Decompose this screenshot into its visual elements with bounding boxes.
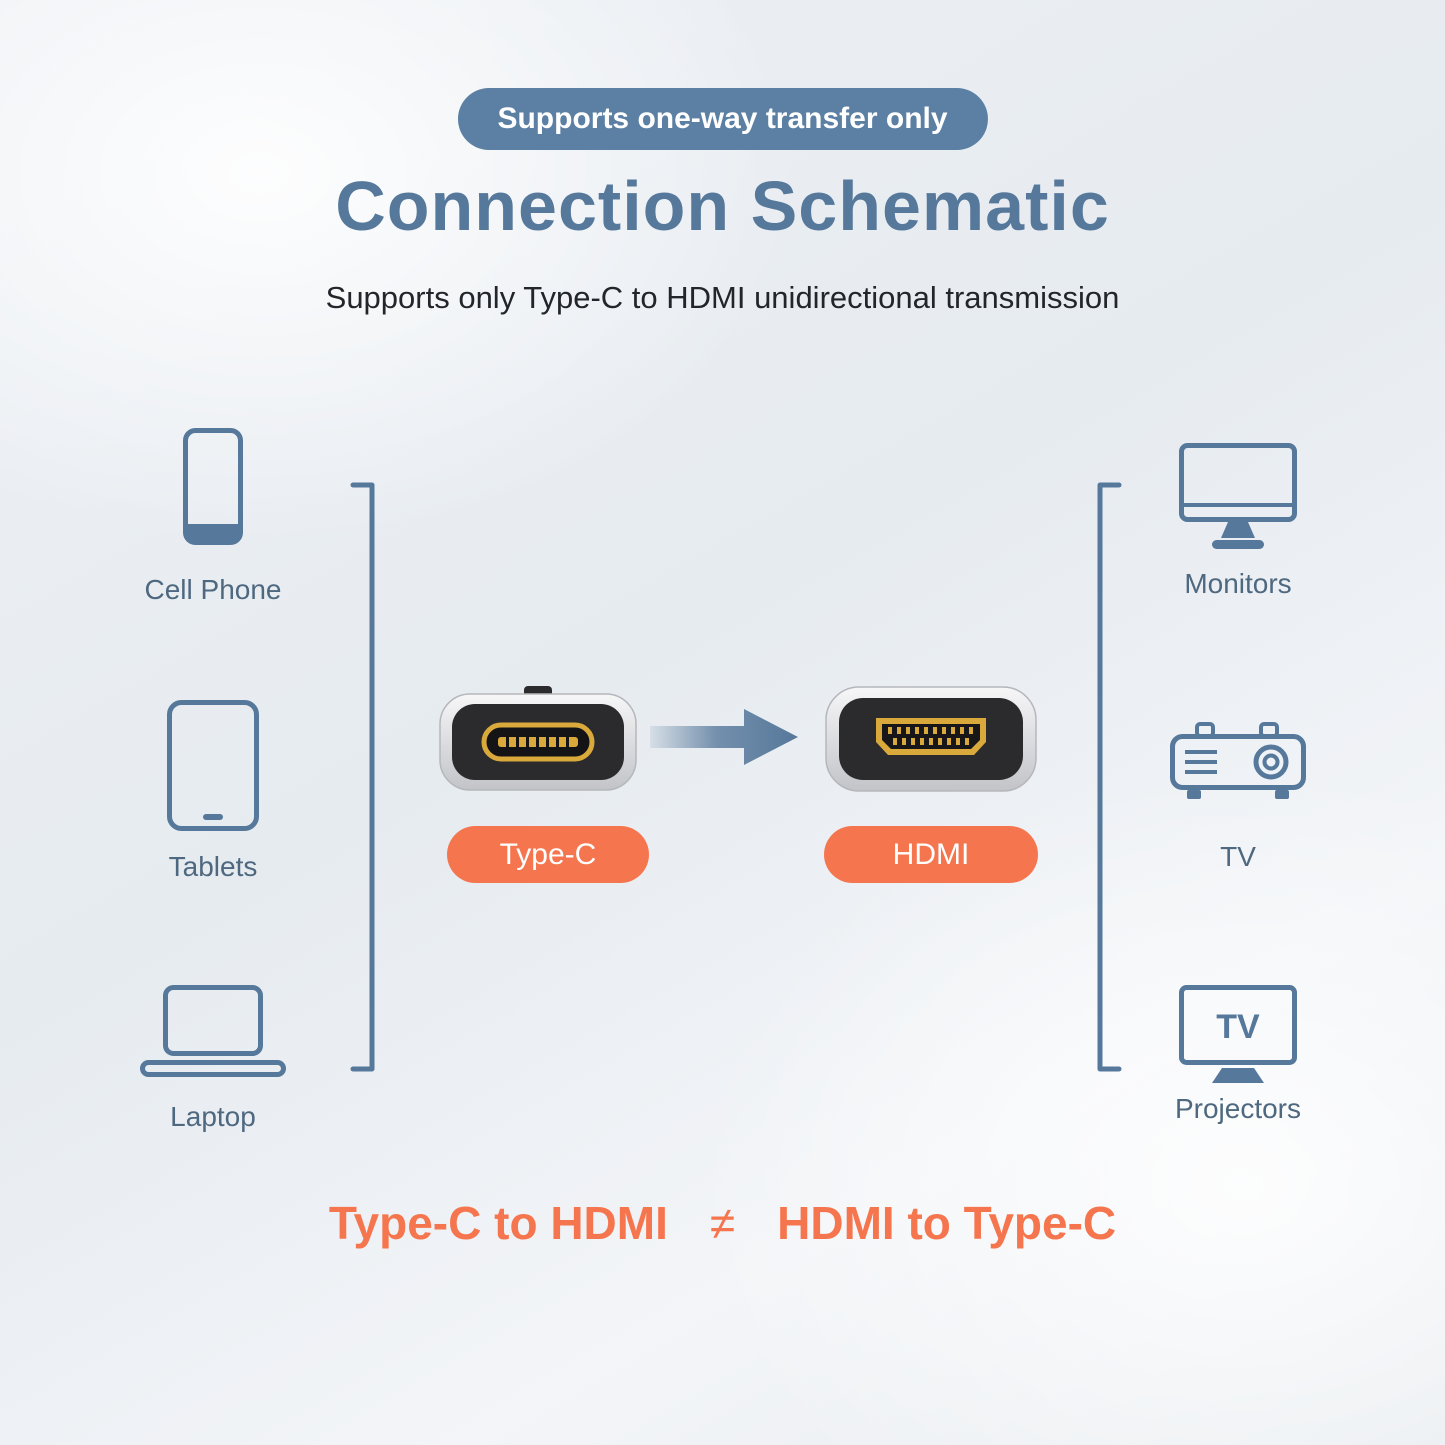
one-way-transfer-badge: Supports one-way transfer only bbox=[457, 88, 988, 150]
hdmi-label: HDMI bbox=[892, 837, 970, 871]
projector-icon bbox=[1170, 722, 1306, 799]
tablet-icon bbox=[167, 700, 259, 831]
hdmi-connector-image bbox=[825, 686, 1037, 792]
cell-phone-icon bbox=[183, 428, 243, 545]
one-way-arrow-icon bbox=[650, 709, 798, 765]
tv-icon-text: TV bbox=[1216, 1008, 1260, 1046]
footer-right-text: HDMI to Type-C bbox=[777, 1197, 1117, 1249]
device-label-monitors: Monitors bbox=[1184, 568, 1292, 599]
right-group-bracket bbox=[1097, 482, 1122, 1072]
monitor-icon bbox=[1179, 443, 1297, 549]
page-title: Connection Schematic bbox=[335, 167, 1110, 245]
device-label-cell-phone: Cell Phone bbox=[144, 574, 282, 605]
footer-left-text: Type-C to HDMI bbox=[328, 1197, 668, 1249]
device-label-tablets: Tablets bbox=[168, 851, 258, 882]
footer-note: Type-C to HDMI ≠ HDMI to Type-C bbox=[0, 1196, 1445, 1250]
left-group-bracket bbox=[350, 482, 375, 1072]
device-label-tv: TV bbox=[1220, 841, 1256, 872]
type-c-connector-image bbox=[439, 686, 637, 791]
laptop-icon bbox=[140, 985, 286, 1077]
page-subtitle: Supports only Type-C to HDMI unidirectio… bbox=[325, 280, 1120, 315]
device-label-projectors: Projectors bbox=[1174, 1093, 1302, 1124]
one-way-transfer-badge-label: Supports one-way transfer only bbox=[497, 102, 948, 135]
device-label-laptop: Laptop bbox=[170, 1101, 256, 1132]
tv-icon: TV bbox=[1179, 985, 1297, 1083]
type-c-label: Type-C bbox=[499, 837, 597, 871]
type-c-label-pill: Type-C bbox=[447, 826, 649, 883]
hdmi-label-pill: HDMI bbox=[824, 826, 1038, 883]
not-equal-symbol: ≠ bbox=[709, 1197, 736, 1249]
